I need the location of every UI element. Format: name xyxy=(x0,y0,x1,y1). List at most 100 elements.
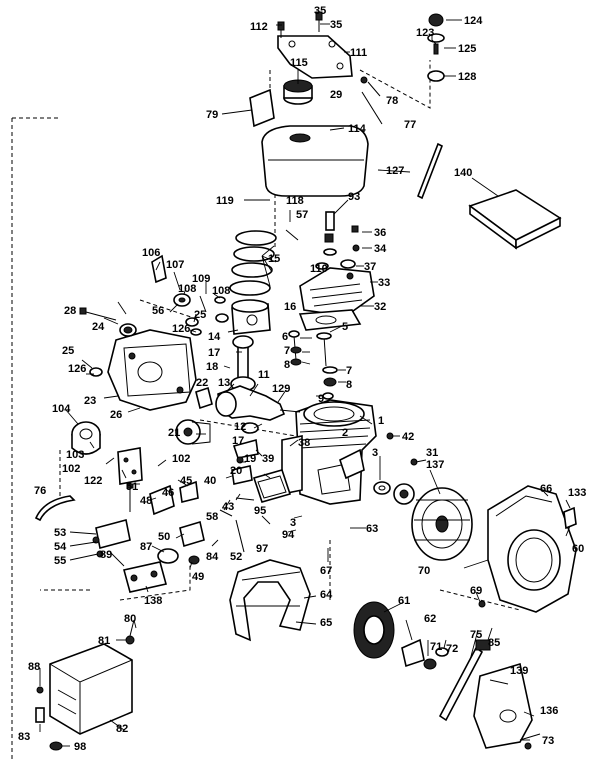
label-51: 51 xyxy=(126,481,138,493)
label-110: 110 xyxy=(310,263,328,275)
part-valve-lifters xyxy=(323,211,337,256)
label-109: 109 xyxy=(192,273,210,285)
part-screws-35 xyxy=(277,11,323,38)
part-valve-springs xyxy=(290,346,338,400)
label-2: 2 xyxy=(342,427,348,439)
label-72: 72 xyxy=(446,643,458,655)
part-piston xyxy=(215,299,271,335)
label-17-b: 17 xyxy=(232,435,244,447)
label-53: 53 xyxy=(54,527,66,539)
label-133: 133 xyxy=(568,487,586,499)
label-40: 40 xyxy=(204,475,216,487)
part-cylinder-head xyxy=(299,267,375,317)
label-97: 97 xyxy=(256,543,268,555)
leader-lines xyxy=(39,19,571,747)
part-flywheel xyxy=(411,487,473,561)
part-levers xyxy=(149,480,199,516)
label-25-b: 25 xyxy=(62,345,74,357)
label-17-a: 17 xyxy=(208,347,220,359)
label-45: 45 xyxy=(180,475,192,487)
label-60: 60 xyxy=(572,543,584,555)
label-127: 127 xyxy=(386,165,404,177)
part-rods-77-78 xyxy=(360,76,383,125)
label-20: 20 xyxy=(230,465,242,477)
label-129: 129 xyxy=(272,383,290,395)
part-base-plate xyxy=(229,559,311,642)
label-73: 73 xyxy=(542,735,554,747)
label-118: 118 xyxy=(286,195,304,207)
part-gear-103 xyxy=(71,421,101,455)
label-42: 42 xyxy=(402,431,414,443)
label-13: 13 xyxy=(218,377,230,389)
label-77: 77 xyxy=(404,119,416,131)
part-flywheel-21 xyxy=(175,419,211,445)
part-pin-57 xyxy=(285,229,299,241)
label-34: 34 xyxy=(374,243,387,255)
label-39: 39 xyxy=(262,453,274,465)
label-25-a: 25 xyxy=(194,309,206,321)
label-85: 85 xyxy=(488,637,500,649)
part-air-filter xyxy=(468,189,562,250)
label-95: 95 xyxy=(254,505,266,517)
label-103: 103 xyxy=(66,449,84,461)
label-88: 88 xyxy=(28,661,40,673)
label-58: 58 xyxy=(206,511,218,523)
label-54: 54 xyxy=(54,541,67,553)
label-126-b: 126 xyxy=(68,363,86,375)
label-7-b: 7 xyxy=(346,365,352,377)
label-71: 71 xyxy=(430,641,442,653)
label-56: 56 xyxy=(152,305,164,317)
label-61: 61 xyxy=(398,595,410,607)
part-piston-rings xyxy=(229,230,277,296)
label-35-a: 35 xyxy=(314,5,326,17)
label-12: 12 xyxy=(234,421,246,433)
label-84: 84 xyxy=(206,551,219,563)
label-82: 82 xyxy=(116,723,128,735)
label-70: 70 xyxy=(418,565,430,577)
label-106: 106 xyxy=(142,247,160,259)
label-115: 115 xyxy=(290,57,308,69)
part-bearing-12 xyxy=(241,422,259,434)
label-32: 32 xyxy=(374,301,386,313)
label-123: 123 xyxy=(416,27,434,39)
label-57: 57 xyxy=(296,209,308,221)
label-104: 104 xyxy=(52,403,71,415)
part-control-box xyxy=(49,643,133,735)
label-63: 63 xyxy=(366,523,378,535)
label-126-a: 126 xyxy=(172,323,190,335)
label-31: 31 xyxy=(426,447,438,459)
label-119: 119 xyxy=(216,195,234,207)
part-plate-122 xyxy=(117,447,143,485)
label-124: 124 xyxy=(464,15,483,27)
label-93: 93 xyxy=(348,191,360,203)
part-crankcase-cover xyxy=(107,329,197,411)
part-clip-60 xyxy=(563,506,577,530)
part-tube-76 xyxy=(34,495,76,522)
part-oil-seal xyxy=(119,323,137,337)
label-65: 65 xyxy=(320,617,332,629)
part-screws-136-73 xyxy=(519,733,541,750)
label-138: 138 xyxy=(144,595,162,607)
part-cylinder-block xyxy=(295,399,377,505)
part-starter-pawls xyxy=(401,638,449,670)
label-48: 48 xyxy=(140,495,152,507)
label-83: 83 xyxy=(18,731,30,743)
label-24: 24 xyxy=(92,321,105,333)
part-fan-spacer xyxy=(339,448,391,495)
label-69: 69 xyxy=(470,585,482,597)
label-137: 137 xyxy=(426,459,444,471)
part-rod-75 xyxy=(438,639,491,722)
label-9: 9 xyxy=(318,393,324,405)
label-80: 80 xyxy=(124,613,136,625)
part-bracket-138 xyxy=(123,561,167,593)
label-21: 21 xyxy=(168,427,180,439)
label-7-a: 7 xyxy=(284,345,290,357)
part-labels: 112 35 35 111 115 29 78 77 79 114 123 12… xyxy=(18,5,586,753)
label-102-b: 102 xyxy=(62,463,80,475)
label-102-a: 102 xyxy=(172,453,190,465)
label-140: 140 xyxy=(454,167,472,179)
label-114: 114 xyxy=(348,123,367,135)
label-1: 1 xyxy=(378,415,384,427)
part-cam xyxy=(232,438,259,459)
